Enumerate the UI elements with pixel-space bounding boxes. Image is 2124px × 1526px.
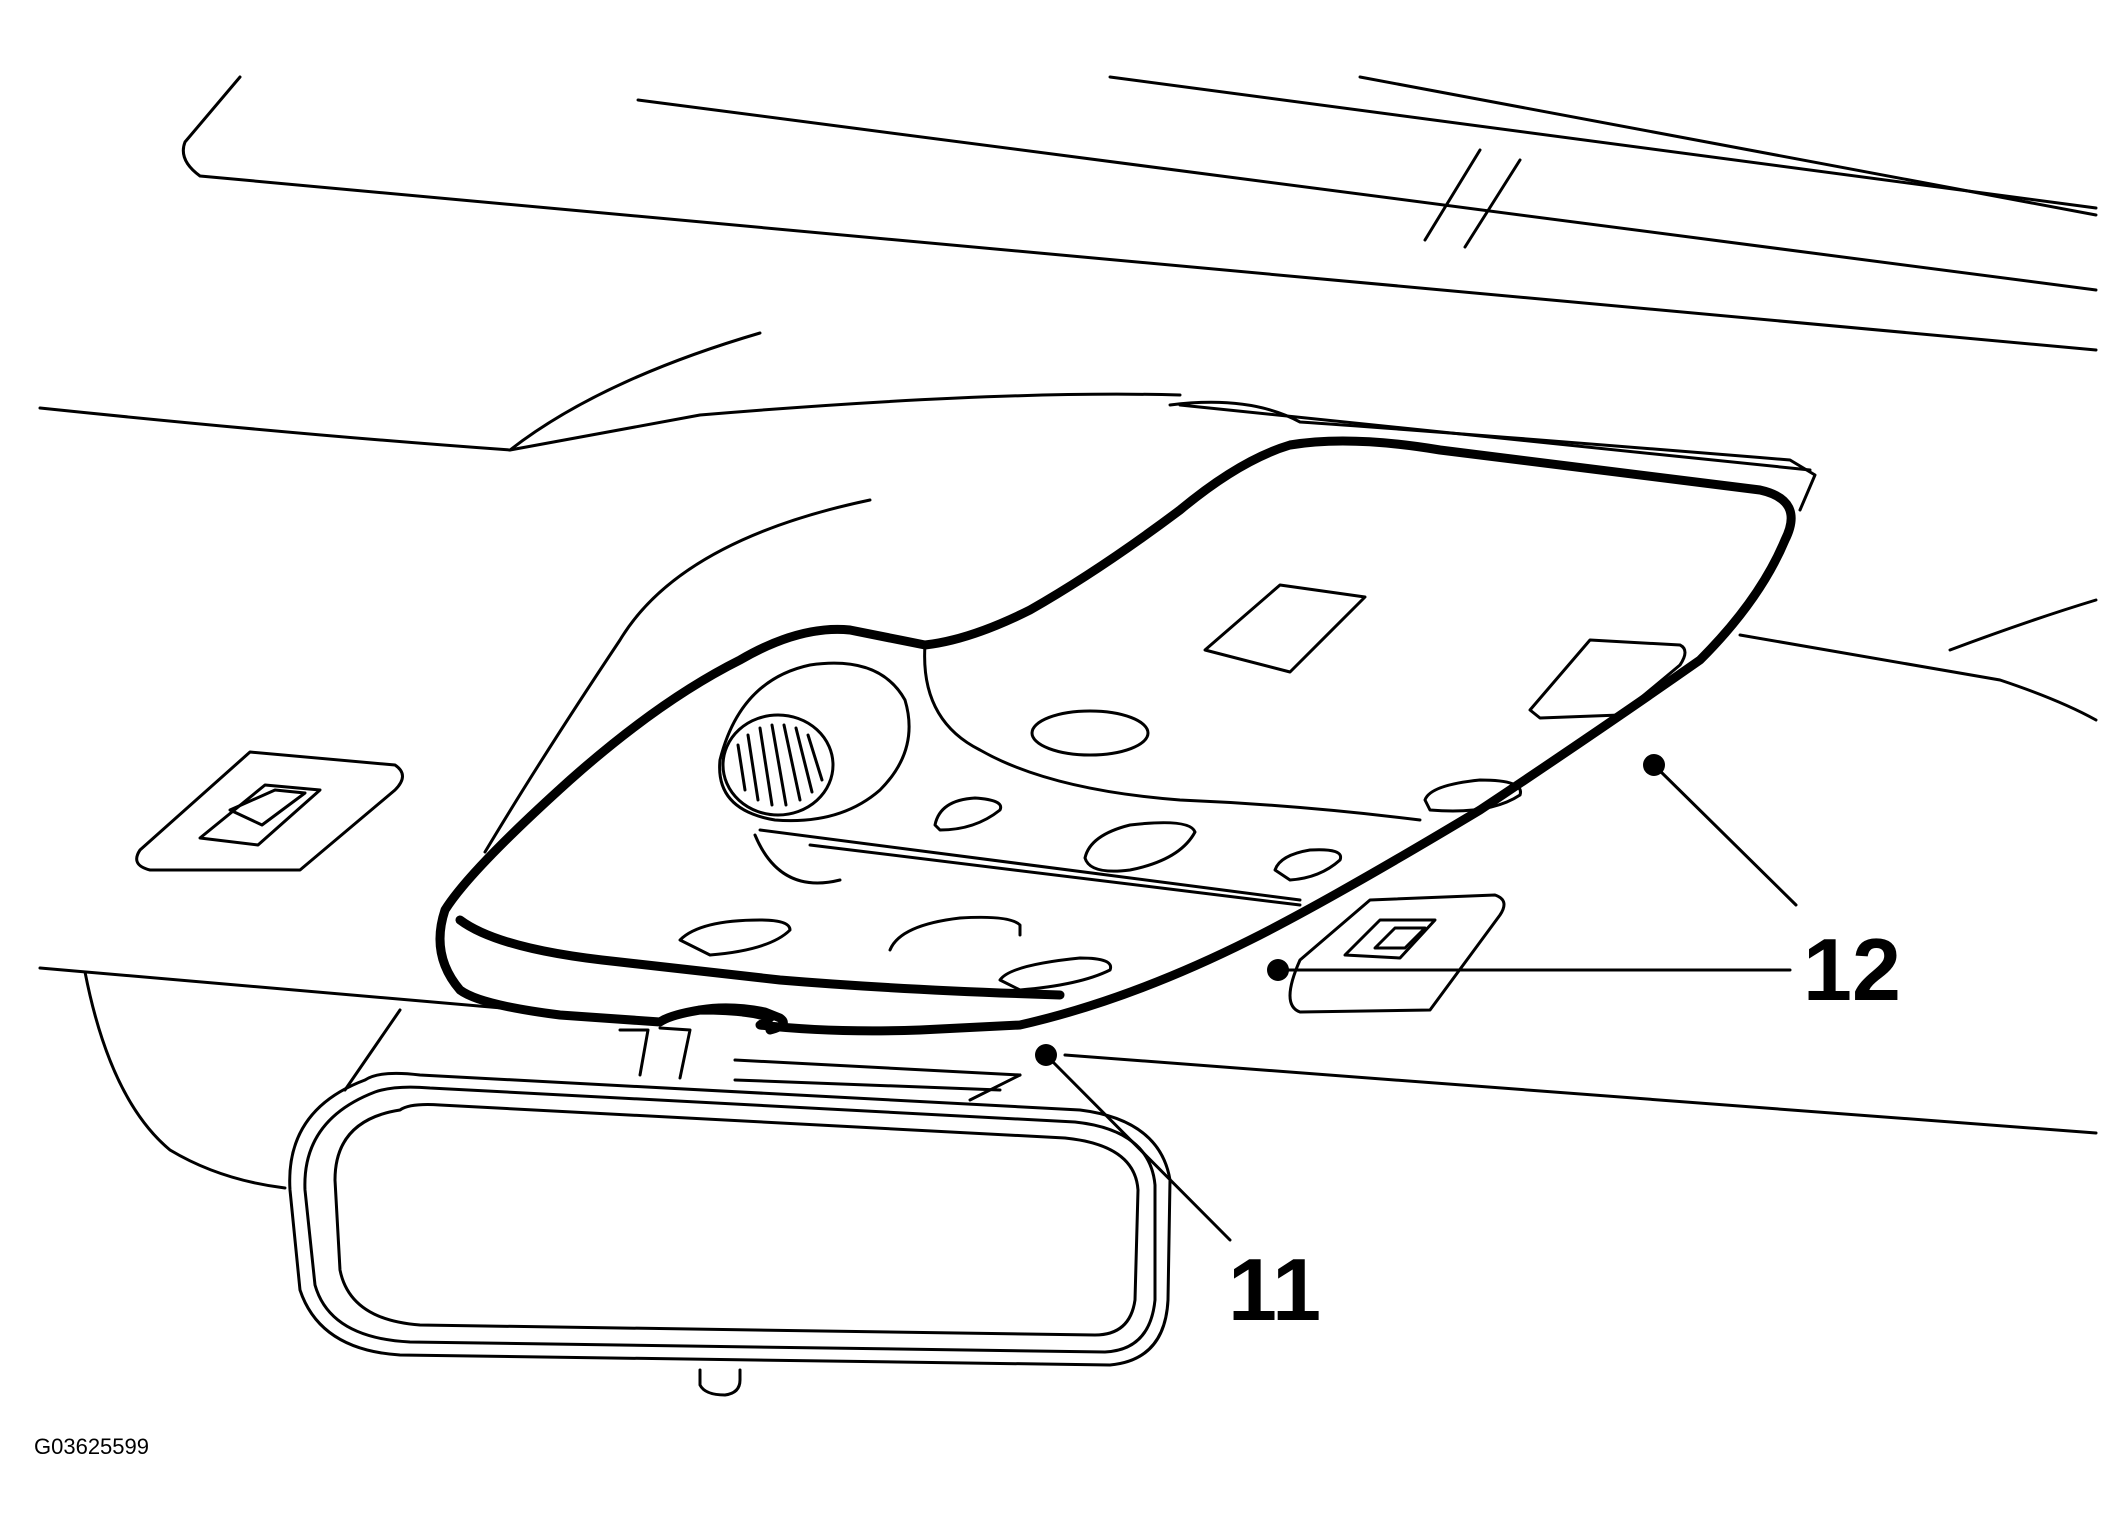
lamp-grille: [736, 723, 824, 807]
right-switch: [1288, 893, 1506, 1014]
rearview-mirror: [288, 1026, 1172, 1397]
callout-12: 12: [1267, 754, 1901, 1019]
dome-lamp: [718, 661, 911, 823]
headliner-lines: [38, 75, 2098, 1190]
console-outline: [435, 436, 1796, 1036]
console-housing: [1168, 400, 1817, 512]
callout-12-label: 12: [1803, 920, 1901, 1019]
console-details: [678, 583, 1687, 992]
callout-11-label: 11: [1228, 1240, 1321, 1339]
callout-11: 11: [1035, 1044, 1321, 1339]
figure-id: G03625599: [34, 1434, 149, 1459]
console-lower-lip: [455, 915, 1065, 1000]
console-mirror-mount-rim: [695, 1003, 788, 1035]
left-switch: [135, 750, 404, 872]
